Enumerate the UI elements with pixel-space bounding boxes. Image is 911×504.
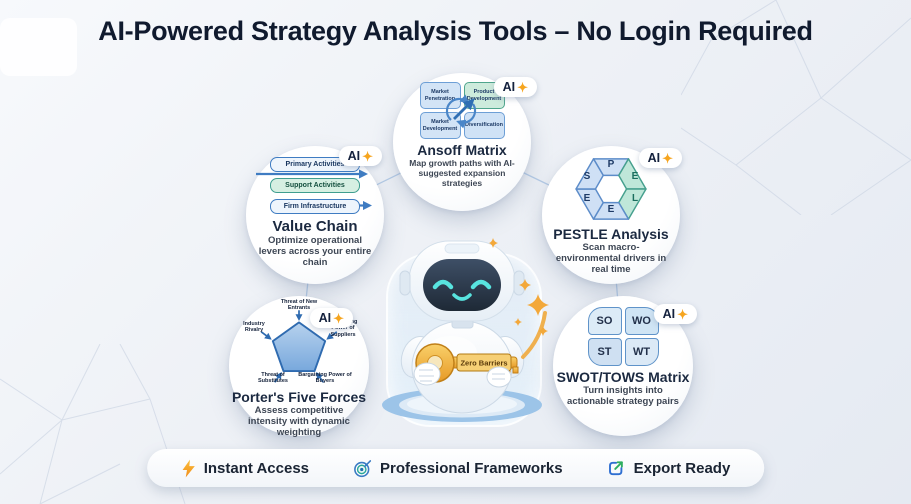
card-subtitle: Optimize operational levers across your … bbox=[258, 234, 372, 269]
sparkle-icon: ✦ bbox=[677, 306, 688, 322]
ansoff-cell-product-development: Product Development bbox=[463, 82, 505, 109]
sparkle-icon: ✦ bbox=[662, 150, 673, 166]
feature-label: Professional Frameworks bbox=[380, 459, 563, 477]
sparkle-icon: ✦ bbox=[517, 79, 528, 95]
growth-arrow-icon bbox=[445, 93, 477, 128]
card-value-chain[interactable]: AI ✦ Primary Activities Support Activiti… bbox=[246, 146, 384, 284]
ai-badge-label: AI bbox=[347, 149, 361, 163]
card-ansoff-matrix[interactable]: AI ✦ Market Penetration Product Developm… bbox=[393, 73, 537, 211]
pestle-letter-p: P bbox=[607, 159, 615, 170]
force-label-buyers: Bargaining Power of Buyers bbox=[298, 372, 352, 385]
export-icon bbox=[609, 460, 624, 475]
card-pestle-analysis[interactable]: AI ✦ P S E E L E PESTLE Analysis Scan ma… bbox=[542, 146, 682, 284]
ai-badge: AI ✦ bbox=[638, 148, 682, 168]
pestle-letter-e1: E bbox=[631, 171, 639, 182]
card-title: SWOT/TOWS Matrix bbox=[556, 369, 690, 385]
page-title: AI-Powered Strategy Analysis Tools – No … bbox=[98, 16, 813, 46]
feature-label: Instant Access bbox=[203, 459, 310, 477]
pestle-hexagon-diagram: P S E E L E bbox=[572, 155, 650, 223]
key-label: Zero Barriers bbox=[460, 359, 507, 368]
ai-badge: AI ✦ bbox=[338, 146, 382, 166]
swot-cell-so: SO bbox=[587, 307, 622, 335]
deco-square bbox=[0, 18, 77, 76]
ai-badge-label: AI bbox=[662, 307, 676, 321]
value-chain-bar-infrastructure: Firm Infrastructure bbox=[270, 199, 360, 214]
card-title: Value Chain bbox=[272, 218, 358, 235]
swot-cell-st: ST bbox=[587, 338, 622, 366]
lightning-icon bbox=[182, 459, 195, 477]
robot-hands bbox=[413, 362, 512, 388]
feature-professional-frameworks: Professional Frameworks bbox=[353, 459, 563, 478]
pestle-letter-l: L bbox=[631, 193, 639, 204]
swot-matrix-diagram: SO WO ST WT bbox=[587, 307, 659, 366]
swot-cell-wo: WO bbox=[624, 307, 659, 335]
value-chain-diagram: Primary Activities Support Activities Fi… bbox=[255, 157, 375, 217]
ai-badge-label: AI bbox=[502, 80, 516, 94]
feature-label: Export Ready bbox=[633, 459, 731, 477]
feature-export-ready: Export Ready bbox=[607, 459, 731, 478]
card-subtitle: Map growth paths with AI-suggested expan… bbox=[409, 157, 515, 188]
value-chain-bar-support: Support Activities bbox=[270, 178, 360, 193]
target-icon bbox=[353, 459, 371, 477]
ai-badge-label: AI bbox=[647, 151, 661, 165]
feature-instant-access: Instant Access bbox=[181, 459, 309, 478]
card-subtitle: Scan macro-environmental drivers in real… bbox=[555, 241, 667, 276]
card-title: PESTLE Analysis bbox=[553, 226, 669, 242]
force-label-substitutes: Threat of Substitutes bbox=[258, 372, 288, 385]
card-porters-five-forces[interactable]: AI ✦ Threat of New Entrants Bargaining P bbox=[229, 296, 369, 439]
ansoff-cell-diversification: Diversification bbox=[463, 112, 505, 139]
sparkle-icon: ✦ bbox=[333, 310, 344, 326]
ai-badge: AI ✦ bbox=[653, 304, 697, 324]
card-swot-tows-matrix[interactable]: AI ✦ SO WO ST WT SWOT/TOWS Matrix Turn i… bbox=[553, 296, 697, 436]
sparkle-icon: ✦ bbox=[362, 148, 373, 164]
ai-badge: AI ✦ bbox=[309, 308, 353, 328]
feature-pill: Instant Access Professional Frameworks E… bbox=[146, 449, 765, 487]
card-title: Porter's Five Forces bbox=[231, 389, 367, 405]
robot-mascot-illustration: Zero Barriers bbox=[382, 238, 549, 422]
ai-badge-label: AI bbox=[318, 311, 332, 325]
card-title: Ansoff Matrix bbox=[417, 142, 507, 158]
swot-cell-wt: WT bbox=[624, 338, 659, 366]
robot-head bbox=[399, 240, 525, 322]
card-subtitle: Turn insights into actionable strategy p… bbox=[567, 384, 679, 407]
ansoff-matrix-diagram: Market Penetration Product Development M… bbox=[419, 82, 505, 139]
ai-badge: AI ✦ bbox=[493, 77, 537, 97]
pestle-letter-e3: E bbox=[607, 204, 615, 215]
ansoff-cell-market-development: Market Development bbox=[419, 112, 461, 139]
force-label-rivalry: Industry Rivalry bbox=[243, 321, 265, 334]
pestle-letter-s: S bbox=[583, 171, 591, 182]
pestle-letter-e2: E bbox=[583, 193, 591, 204]
card-subtitle: Assess competitive intensity with dynami… bbox=[248, 404, 350, 439]
